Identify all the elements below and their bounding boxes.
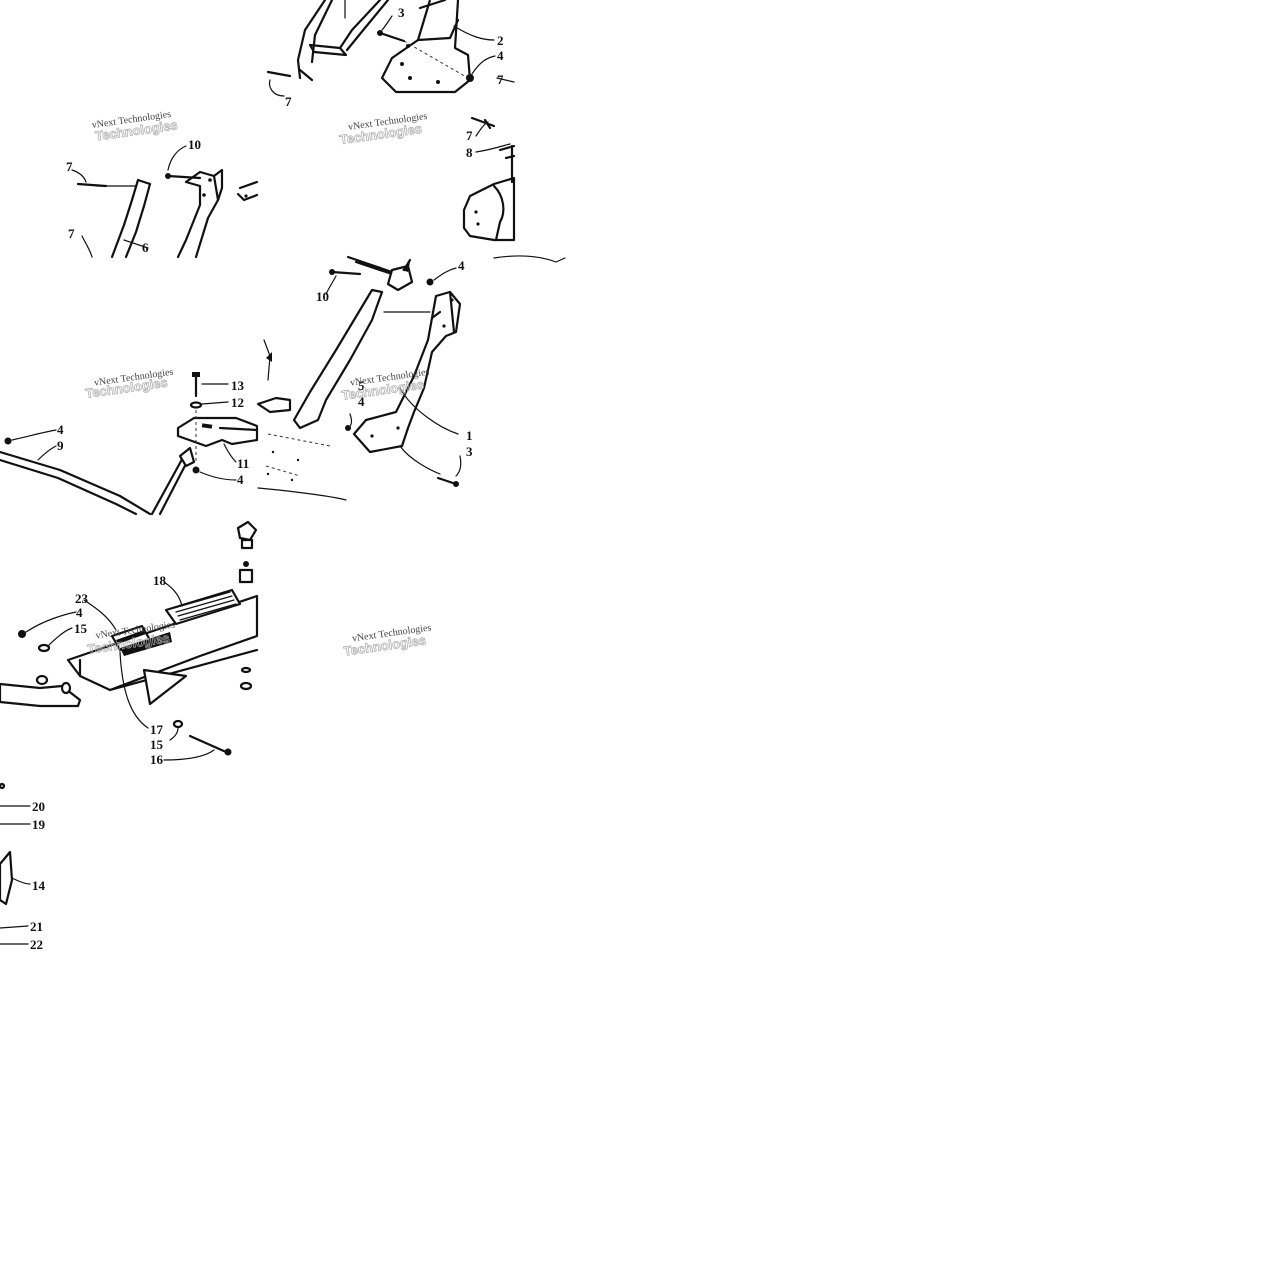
panel-right-bracket: 7 8 <box>462 116 566 263</box>
callout-4: 4 <box>497 48 504 63</box>
washer-part-15 <box>37 643 51 653</box>
callout-20: 20 <box>32 799 45 814</box>
bolt-part-10 <box>330 270 362 276</box>
nut-part-4 <box>466 74 474 82</box>
callout-7: 7 <box>497 72 504 87</box>
callout-17: 17 <box>150 722 164 737</box>
mount-plate-part-2 <box>380 0 472 94</box>
bracket-part-8 <box>462 176 516 242</box>
callout-19: 19 <box>32 817 46 832</box>
callout-7: 7 <box>66 159 73 174</box>
callout-7: 7 <box>466 128 473 143</box>
panel-top-bracket: 3 2 4 7 7 <box>266 0 515 109</box>
bolt-part-3 <box>436 476 458 486</box>
callout-4: 4 <box>76 605 83 620</box>
callout-13: 13 <box>231 378 245 393</box>
callout-7: 7 <box>285 94 292 109</box>
panel-lower-left: 20 19 14 21 22 <box>0 782 46 952</box>
callout-12: 12 <box>231 395 244 410</box>
panel-side-rails: 10 7 7 6 <box>66 137 259 259</box>
callout-10: 10 <box>316 289 329 304</box>
callout-4: 4 <box>237 472 244 487</box>
bolt-part-3 <box>378 31 406 43</box>
washer-part-12 <box>189 401 203 409</box>
callout-16: 16 <box>150 752 164 767</box>
callout-21: 21 <box>30 919 43 934</box>
callout-5: 5 <box>358 378 365 393</box>
nut-part-4 <box>18 630 26 638</box>
callout-2: 2 <box>497 33 504 48</box>
nut-part-4 <box>345 425 351 431</box>
callout-11: 11 <box>237 456 249 471</box>
nut-part-4 <box>4 437 12 445</box>
callout-10: 10 <box>188 137 201 152</box>
bolt-part-16 <box>188 734 228 754</box>
bolt-part-10 <box>166 174 202 180</box>
callout-7: 7 <box>68 226 75 241</box>
callout-4: 4 <box>358 394 365 409</box>
panel-center-brackets: 10 4 5 4 1 3 <box>256 255 473 501</box>
callout-9: 9 <box>57 438 64 453</box>
callout-14: 14 <box>32 878 46 893</box>
washer-part-15 <box>172 719 184 729</box>
callout-23: 23 <box>75 591 89 606</box>
callout-1: 1 <box>466 428 473 443</box>
pin-part-7 <box>266 68 314 82</box>
rail-part-5 <box>292 288 384 430</box>
callout-6: 6 <box>142 240 149 255</box>
panel-footrest: 18 23 4 15 17 15 16 <box>0 520 259 767</box>
nut-part-4 <box>426 278 434 286</box>
callout-18: 18 <box>153 573 167 588</box>
callout-4: 4 <box>458 258 465 273</box>
bracket-arm-part-2 <box>296 0 334 80</box>
callout-3: 3 <box>466 444 473 459</box>
callout-4: 4 <box>57 422 64 437</box>
panel-slide-rail: 4 9 13 12 11 4 <box>0 372 259 516</box>
rail-part-6 <box>110 178 152 259</box>
callout-3: 3 <box>398 5 405 20</box>
rail-part-9 <box>0 450 152 516</box>
callout-22: 22 <box>30 937 43 952</box>
callout-15: 15 <box>74 621 88 636</box>
callout-8: 8 <box>466 145 473 160</box>
bracket-part-1 <box>352 290 462 454</box>
watermark: Technologies vNext Technologies Technolo… <box>84 109 432 659</box>
callout-15: 15 <box>150 737 164 752</box>
bracket-part-11 <box>176 416 259 448</box>
